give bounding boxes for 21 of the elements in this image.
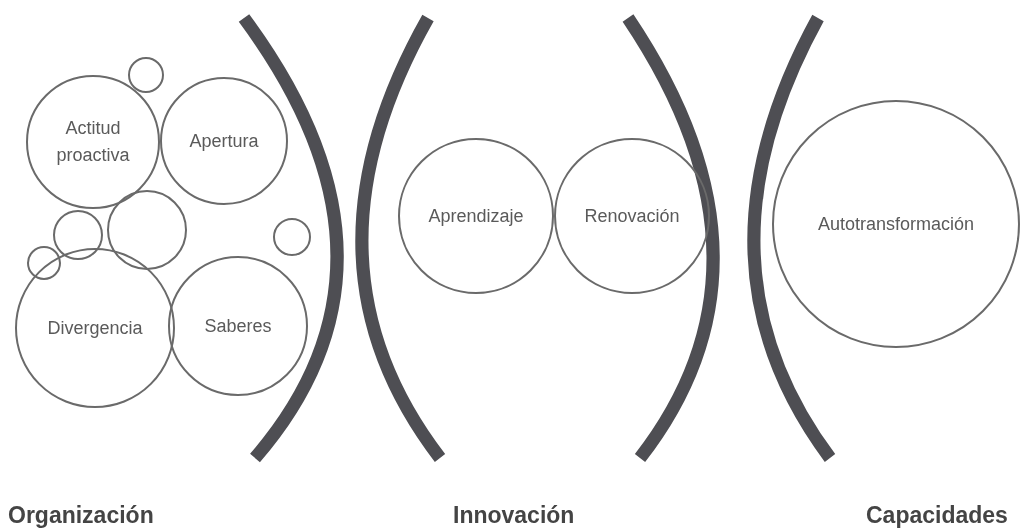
concept-circle bbox=[398, 138, 554, 294]
empty-circle bbox=[273, 218, 311, 256]
concept-circle bbox=[15, 248, 175, 408]
concept-label: Actitud proactiva bbox=[55, 117, 131, 167]
section-label: Organización bbox=[8, 502, 154, 529]
concept-circle bbox=[160, 77, 288, 205]
concept-circle bbox=[26, 75, 160, 209]
section-label: Capacidades bbox=[866, 502, 1008, 529]
concept-circle bbox=[168, 256, 308, 396]
concept-circle bbox=[554, 138, 710, 294]
empty-circle bbox=[107, 190, 187, 270]
concept-label: Divergencia bbox=[47, 316, 143, 340]
concept-label: Apertura bbox=[189, 129, 259, 153]
empty-circle bbox=[128, 57, 164, 93]
concept-label: Autotransformación bbox=[817, 212, 975, 236]
concept-label: Saberes bbox=[204, 314, 272, 338]
empty-circle bbox=[53, 210, 103, 260]
concept-label: Renovación bbox=[584, 204, 680, 228]
concept-label: Aprendizaje bbox=[428, 204, 524, 228]
concept-circle bbox=[772, 100, 1020, 348]
section-label: Innovación bbox=[453, 502, 575, 529]
